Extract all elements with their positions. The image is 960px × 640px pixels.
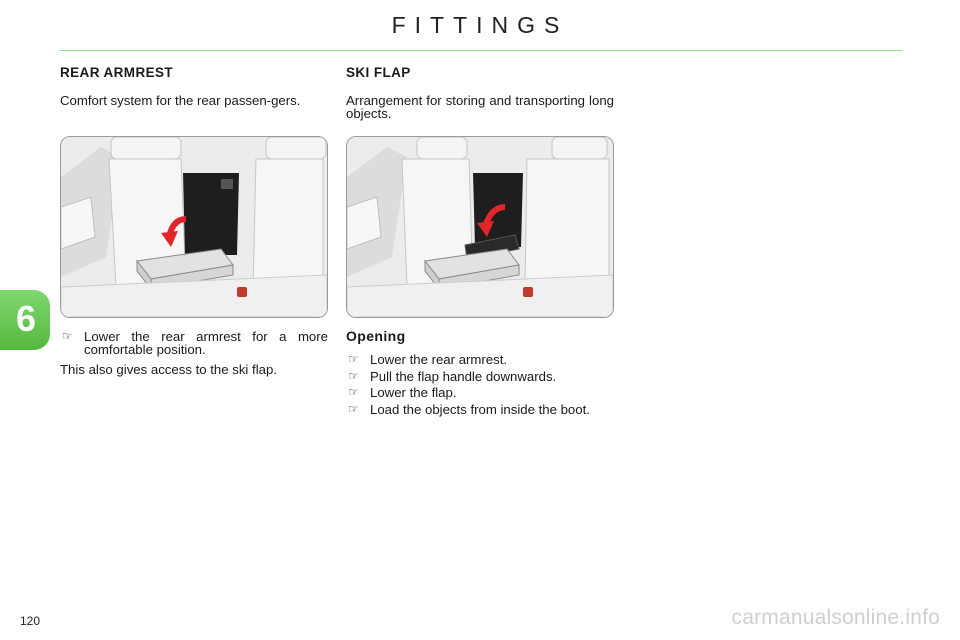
list-item: ☞ Lower the flap. bbox=[348, 385, 457, 400]
ski-flap-section: SKI FLAP Arrangement for storing and tra… bbox=[346, 66, 614, 419]
pointing-hand-icon: ☞ bbox=[348, 385, 359, 399]
armrest-illustration bbox=[60, 135, 328, 318]
chapter-tab: 6 bbox=[0, 290, 50, 350]
page-number: 120 bbox=[20, 614, 41, 628]
list-item: ☞ Lower the rear armrest. bbox=[348, 352, 508, 367]
opening-heading: Opening bbox=[346, 327, 406, 344]
section-intro: Arrangement for storing and transporting… bbox=[346, 92, 614, 121]
list-item: ☞ Load the objects from inside the boot. bbox=[348, 401, 590, 417]
chapter-number: 6 bbox=[15, 298, 37, 339]
header-divider bbox=[60, 50, 902, 51]
opening-step-list: ☞ Lower the rear armrest. ☞ Pull the fla… bbox=[346, 352, 614, 417]
section-heading: SKI FLAP bbox=[346, 65, 411, 80]
watermark: carmanualsonline.info bbox=[731, 606, 940, 629]
ski-flap-illustration bbox=[346, 135, 614, 318]
section-heading: REAR ARMREST bbox=[60, 65, 174, 80]
pointing-hand-icon: ☞ bbox=[62, 328, 73, 343]
section-intro: Comfort system for the rear passen-gers. bbox=[60, 92, 301, 108]
armrest-step-list: ☞ Lower the rear armrest for a more comf… bbox=[60, 328, 328, 357]
list-item: ☞ Lower the rear armrest for a more comf… bbox=[62, 328, 328, 357]
list-item: ☞ Pull the flap handle downwards. bbox=[348, 368, 557, 384]
rear-armrest-section: REAR ARMREST Comfort system for the rear… bbox=[60, 66, 328, 376]
pointing-hand-icon: ☞ bbox=[348, 368, 359, 383]
pointing-hand-icon: ☞ bbox=[348, 401, 359, 416]
page-title: FITTINGS bbox=[391, 12, 569, 38]
armrest-note: This also gives access to the ski flap. bbox=[60, 361, 277, 377]
pointing-hand-icon: ☞ bbox=[348, 352, 359, 366]
